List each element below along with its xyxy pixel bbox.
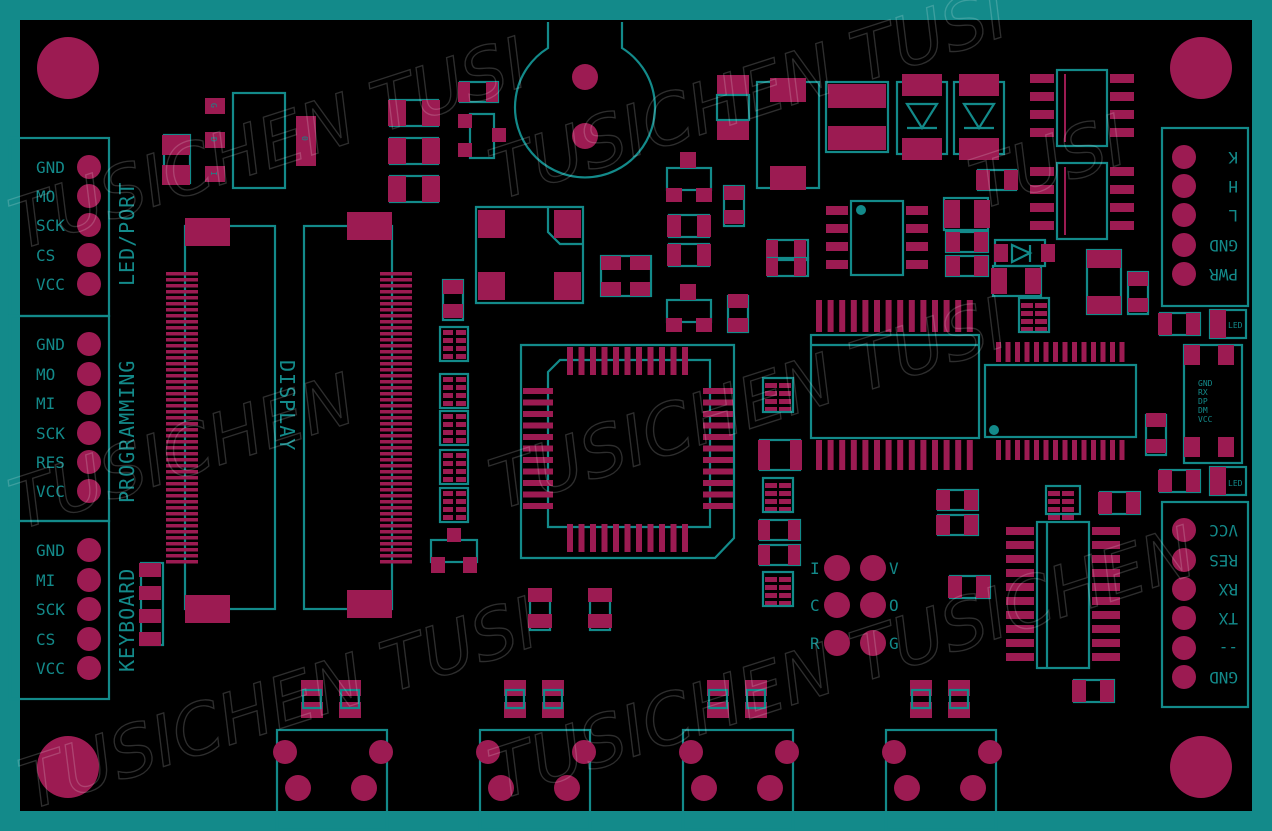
pin-label: VCC (36, 482, 65, 501)
pin-label: GND (36, 541, 65, 560)
buzzer (513, 22, 657, 179)
pad-label: R (810, 634, 820, 653)
capacitors (388, 80, 506, 204)
pin-label: TX (1218, 609, 1238, 628)
mounting-holes (37, 37, 1232, 798)
pin-label: CS (36, 246, 55, 265)
pin-label: MO (36, 187, 55, 206)
pad-label: V (889, 559, 899, 578)
svg-text:TUSICHEN TUSI: TUSICHEN TUSI (480, 0, 1017, 216)
mounting-hole (37, 37, 99, 99)
rgb-pads: I C R V O G (810, 555, 899, 656)
mid-components (599, 75, 751, 334)
pin-label: RES (36, 453, 65, 472)
header-serial-right: VCC RES RX TX -- GND (1160, 500, 1250, 709)
mounting-hole (1170, 736, 1232, 798)
large-ics (809, 199, 1138, 470)
mounting-hole (1170, 37, 1232, 99)
pin-label: GND (1209, 668, 1238, 687)
pin-label: SCK (36, 216, 65, 235)
ic-pin-label: DM (1198, 406, 1208, 415)
header-title: LED/PORT (115, 182, 139, 286)
power-regulator (755, 74, 1006, 190)
center-passives (758, 238, 810, 608)
keyboard-passives (139, 561, 165, 647)
pin-label: SCK (36, 424, 65, 443)
lower-passives (429, 278, 612, 632)
pin-label: MO (36, 365, 55, 384)
led-label: LED (1228, 479, 1243, 488)
ic-pin-label: RX (1198, 388, 1208, 397)
pin-label: RX (1218, 580, 1238, 599)
pad-label: O (889, 596, 899, 615)
chip-mark: D (209, 137, 218, 142)
resistor-mark: 0 (300, 136, 309, 141)
header-title: PROGRAMMING (115, 360, 139, 503)
pin-label: CS (36, 630, 55, 649)
pin-label: RES (1209, 551, 1238, 570)
pad-label: G (889, 634, 899, 653)
crystal (474, 205, 585, 305)
pin-label: MI (36, 571, 55, 590)
pin-label: L (1228, 206, 1238, 225)
watermark: TUSICHEN TUSI TUSICHEN TUSI TUSI TUSICHE… (0, 0, 1206, 827)
top-left-components: G D I 0 (162, 91, 316, 190)
pin-label: GND (36, 335, 65, 354)
header-led-port: GND MO SCK CS VCC LED/PORT (8, 136, 139, 318)
pad-label: C (810, 596, 820, 615)
chip-mark: I (209, 171, 218, 176)
header-keyboard: GND MI SCK CS VCC KEYBOARD (8, 519, 139, 701)
push-buttons (273, 680, 1002, 831)
display-connector: DISPLAY (166, 212, 412, 623)
top-right-ics (1030, 68, 1134, 241)
chip-mark: G (209, 103, 218, 108)
pin-label: VCC (36, 659, 65, 678)
display-label: DISPLAY (275, 360, 299, 451)
pin-label: VCC (36, 275, 65, 294)
pin-label: -- (1219, 639, 1238, 658)
pad-label: I (810, 559, 820, 578)
ic-pin-label: GND (1198, 379, 1213, 388)
mounting-hole (37, 736, 99, 798)
header-title: KEYBOARD (115, 568, 139, 672)
pin-label: GND (1209, 236, 1238, 255)
pin-label: GND (36, 158, 65, 177)
ic-pin-label: DP (1198, 397, 1208, 406)
pin-label: SCK (36, 600, 65, 619)
resistor-arrays (438, 303, 1074, 606)
microcontroller (519, 343, 736, 560)
ic-pin-label: VCC (1198, 415, 1213, 424)
pin-label: MI (36, 394, 55, 413)
header-power-right: K H L GND PWR (1160, 126, 1250, 308)
pin-label: K (1228, 148, 1238, 167)
pin-label: PWR (1209, 265, 1238, 284)
led-label: LED (1228, 321, 1243, 330)
pin-label: H (1228, 177, 1238, 196)
pin-label: VCC (1209, 521, 1238, 540)
